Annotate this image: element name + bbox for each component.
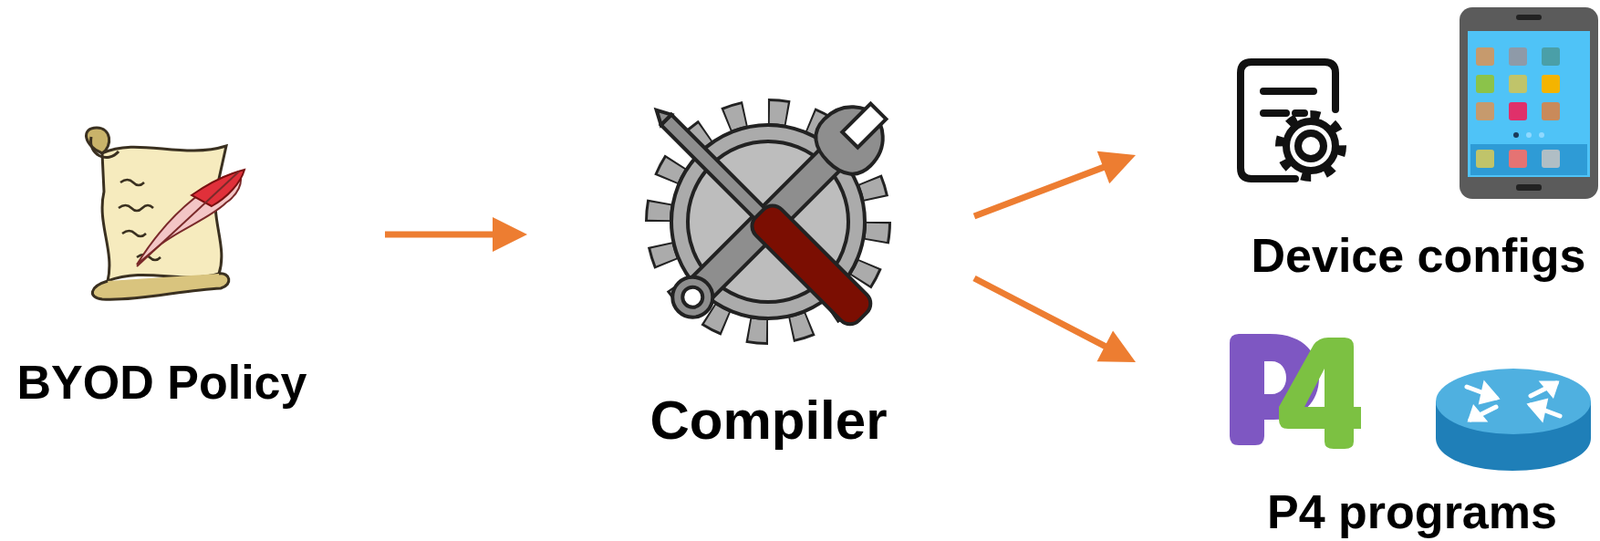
flow-arrow xyxy=(974,151,1136,217)
router-icon xyxy=(1435,368,1591,471)
flow-arrow xyxy=(974,278,1136,363)
policy-node: BYOD Policy xyxy=(9,123,315,425)
node-label: Compiler xyxy=(629,387,908,454)
config-icon xyxy=(1240,62,1341,179)
scroll-icon xyxy=(86,127,245,300)
arrow-shaft xyxy=(974,278,1112,350)
node-label: Device configs xyxy=(1236,227,1600,284)
phone-icon xyxy=(1459,7,1599,199)
output-node: Device configs xyxy=(1236,0,1600,288)
node-label: P4 programs xyxy=(1227,483,1597,541)
flow-arrow xyxy=(384,217,528,252)
arrow-head xyxy=(492,217,528,252)
compiler-node: Compiler xyxy=(629,95,908,457)
arrow-head xyxy=(1097,331,1136,363)
node-label: BYOD Policy xyxy=(9,353,315,411)
arrow-shaft xyxy=(384,231,500,239)
arrow-head xyxy=(1097,151,1136,185)
p4-logo xyxy=(1229,333,1362,449)
output-node: P4 programs xyxy=(1227,323,1597,541)
arrow-shaft xyxy=(974,165,1111,217)
compiler-icon xyxy=(644,88,903,335)
